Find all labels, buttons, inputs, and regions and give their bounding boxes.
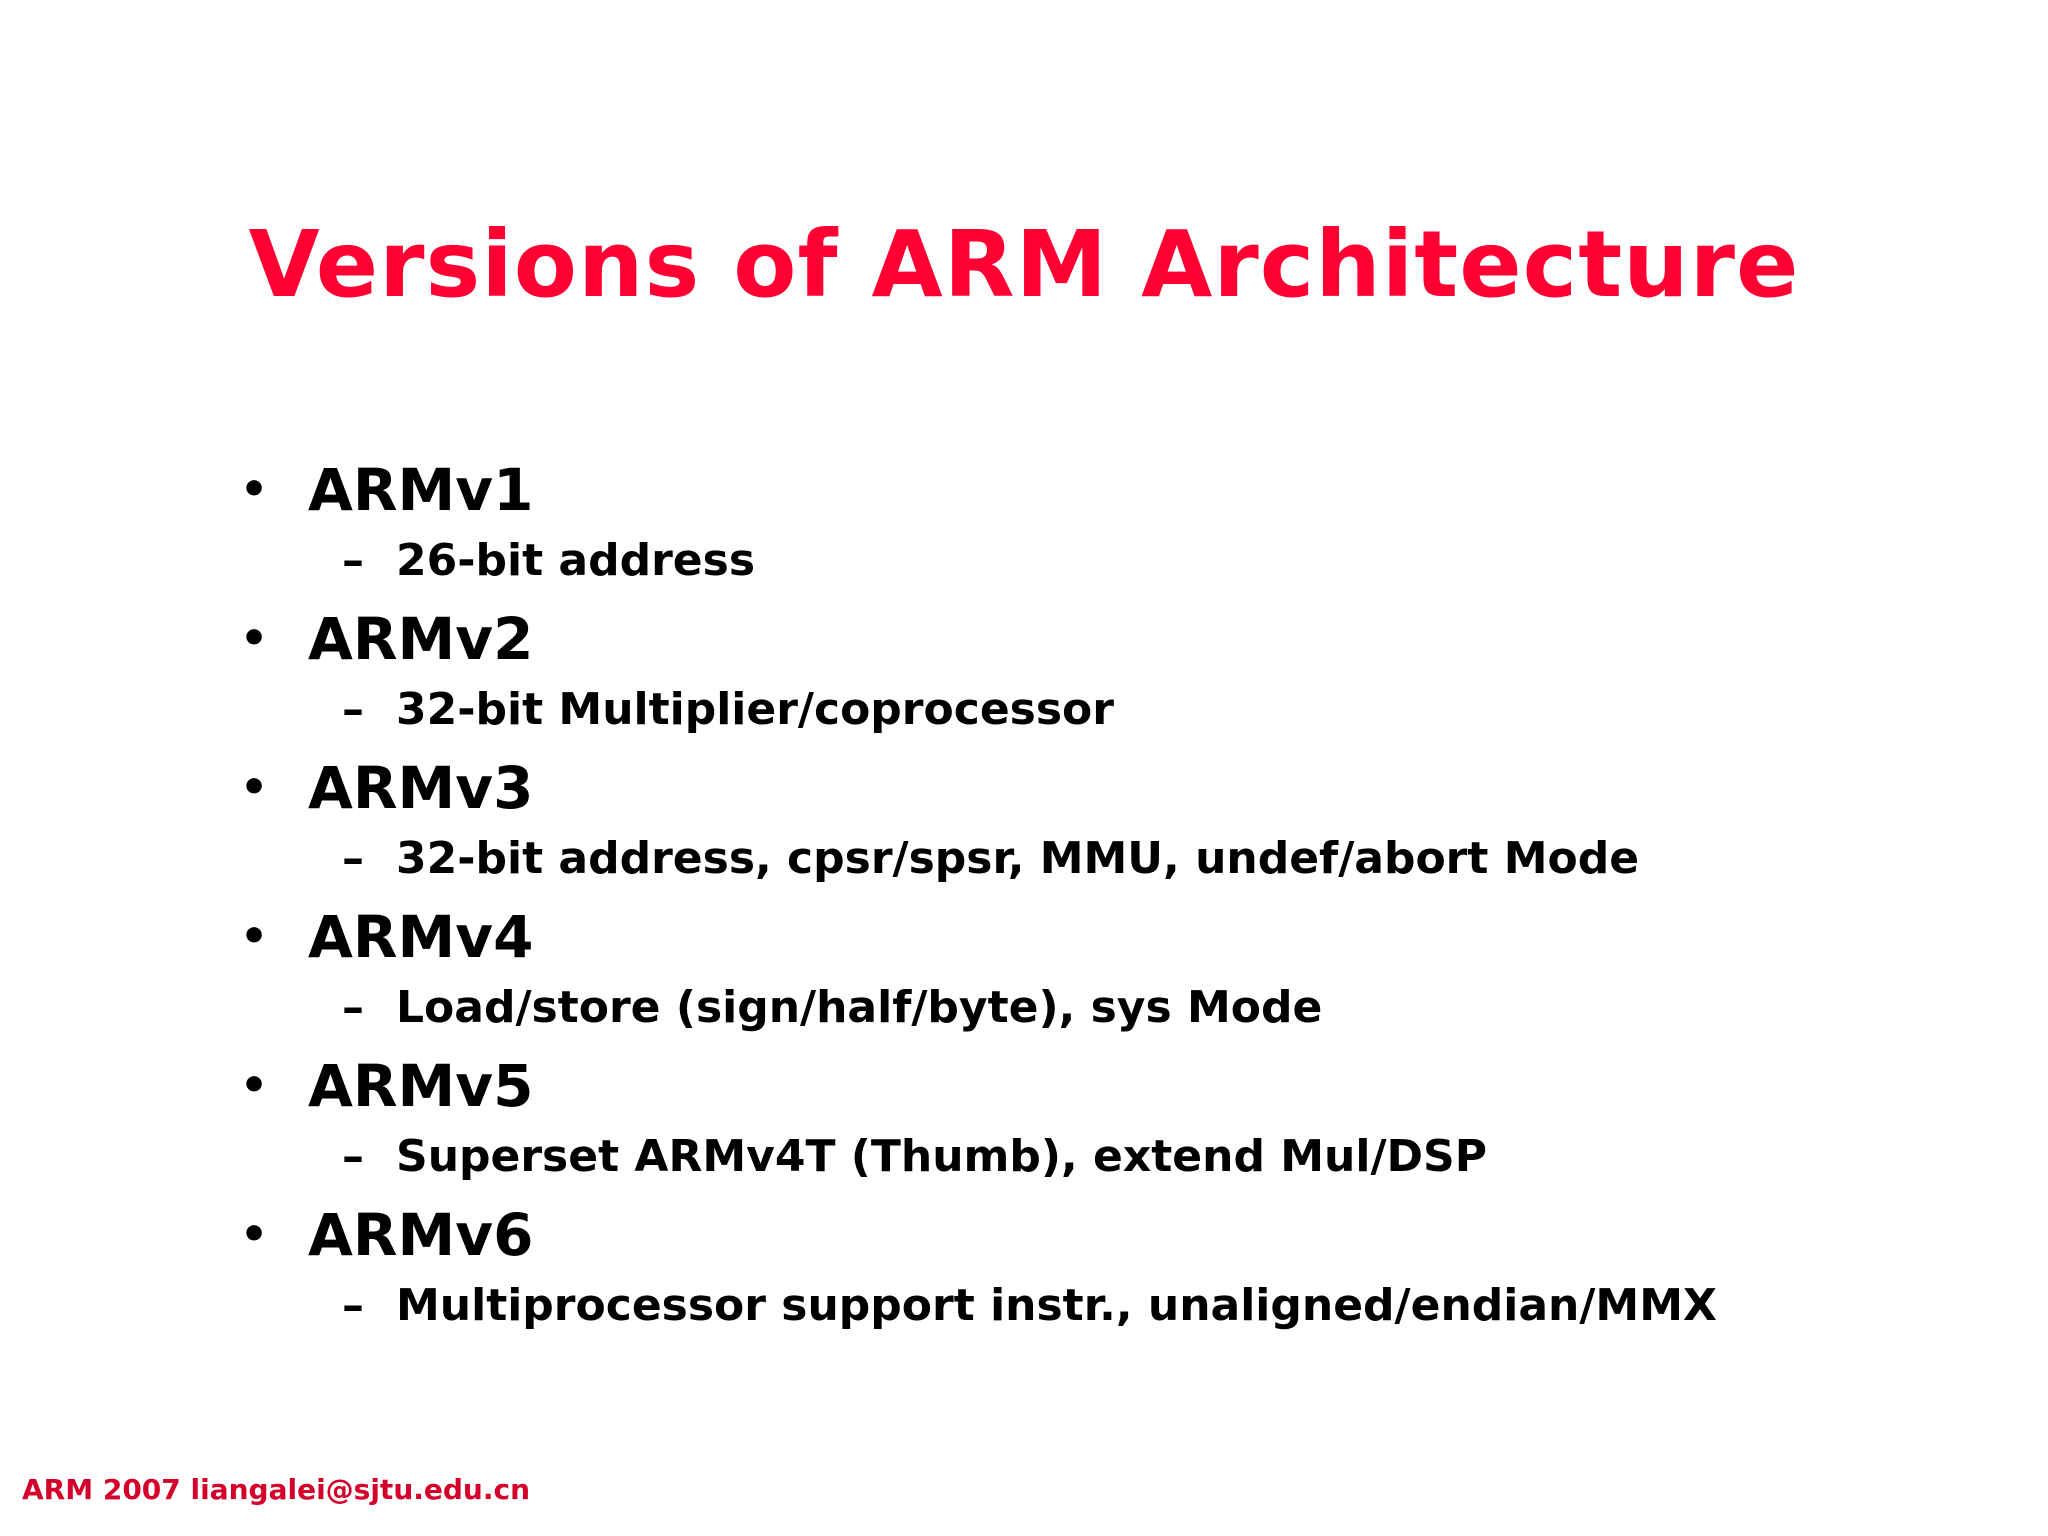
bullet-item: • ARMv4 bbox=[240, 897, 1940, 977]
sub-bullet-text: 32-bit Multiplier/coprocessor bbox=[396, 684, 1114, 735]
bullet-group-armv2: • ARMv2 – 32-bit Multiplier/coprocessor bbox=[240, 599, 1940, 748]
bullet-item: • ARMv1 bbox=[240, 450, 1940, 530]
slide-title: Versions of ARM Architecture bbox=[248, 211, 1800, 318]
sub-bullet-marker: – bbox=[342, 1131, 364, 1182]
sub-bullet-marker: – bbox=[342, 1280, 364, 1331]
sub-bullet-marker: – bbox=[342, 982, 364, 1033]
sub-bullet-text: Superset ARMv4T (Thumb), extend Mul/DSP bbox=[396, 1131, 1487, 1182]
sub-bullet-item: – 26-bit address bbox=[240, 530, 1940, 592]
bullet-marker: • bbox=[240, 911, 269, 962]
bullet-item: • ARMv5 bbox=[240, 1046, 1940, 1126]
bullet-group-armv6: • ARMv6 – Multiprocessor support instr.,… bbox=[240, 1195, 1940, 1344]
sub-bullet-text: 26-bit address bbox=[396, 535, 756, 586]
sub-bullet-marker: – bbox=[342, 833, 364, 884]
sub-bullet-marker: – bbox=[342, 684, 364, 735]
sub-bullet-marker: – bbox=[342, 535, 364, 586]
sub-bullet-item: – Load/store (sign/half/byte), sys Mode bbox=[240, 977, 1940, 1039]
bullet-group-armv5: • ARMv5 – Superset ARMv4T (Thumb), exten… bbox=[240, 1046, 1940, 1195]
bullet-group-armv1: • ARMv1 – 26-bit address bbox=[240, 450, 1940, 599]
bullet-label: ARMv6 bbox=[308, 1201, 534, 1269]
bullet-marker: • bbox=[240, 1060, 269, 1111]
bullet-group-armv3: • ARMv3 – 32-bit address, cpsr/spsr, MMU… bbox=[240, 748, 1940, 897]
slide-footer: ARM 2007 liangalei@sjtu.edu.cn bbox=[22, 1473, 531, 1506]
sub-bullet-item: – Superset ARMv4T (Thumb), extend Mul/DS… bbox=[240, 1126, 1940, 1188]
bullet-item: • ARMv2 bbox=[240, 599, 1940, 679]
bullet-label: ARMv2 bbox=[308, 605, 534, 673]
bullet-group-armv4: • ARMv4 – Load/store (sign/half/byte), s… bbox=[240, 897, 1940, 1046]
bullet-label: ARMv5 bbox=[308, 1052, 534, 1120]
bullet-item: • ARMv3 bbox=[240, 748, 1940, 828]
bullet-marker: • bbox=[240, 1209, 269, 1260]
sub-bullet-text: 32-bit address, cpsr/spsr, MMU, undef/ab… bbox=[396, 833, 1640, 884]
bullet-marker: • bbox=[240, 613, 269, 664]
bullet-label: ARMv4 bbox=[308, 903, 534, 971]
bullet-label: ARMv3 bbox=[308, 754, 534, 822]
sub-bullet-text: Multiprocessor support instr., unaligned… bbox=[396, 1280, 1717, 1331]
sub-bullet-item: – 32-bit address, cpsr/spsr, MMU, undef/… bbox=[240, 828, 1940, 890]
bullet-marker: • bbox=[240, 762, 269, 813]
sub-bullet-item: – Multiprocessor support instr., unalign… bbox=[240, 1275, 1940, 1337]
bullet-item: • ARMv6 bbox=[240, 1195, 1940, 1275]
bullet-list: • ARMv1 – 26-bit address • ARMv2 – 32-bi… bbox=[240, 450, 1940, 1344]
sub-bullet-text: Load/store (sign/half/byte), sys Mode bbox=[396, 982, 1323, 1033]
bullet-label: ARMv1 bbox=[308, 456, 534, 524]
sub-bullet-item: – 32-bit Multiplier/coprocessor bbox=[240, 679, 1940, 741]
bullet-marker: • bbox=[240, 464, 269, 515]
